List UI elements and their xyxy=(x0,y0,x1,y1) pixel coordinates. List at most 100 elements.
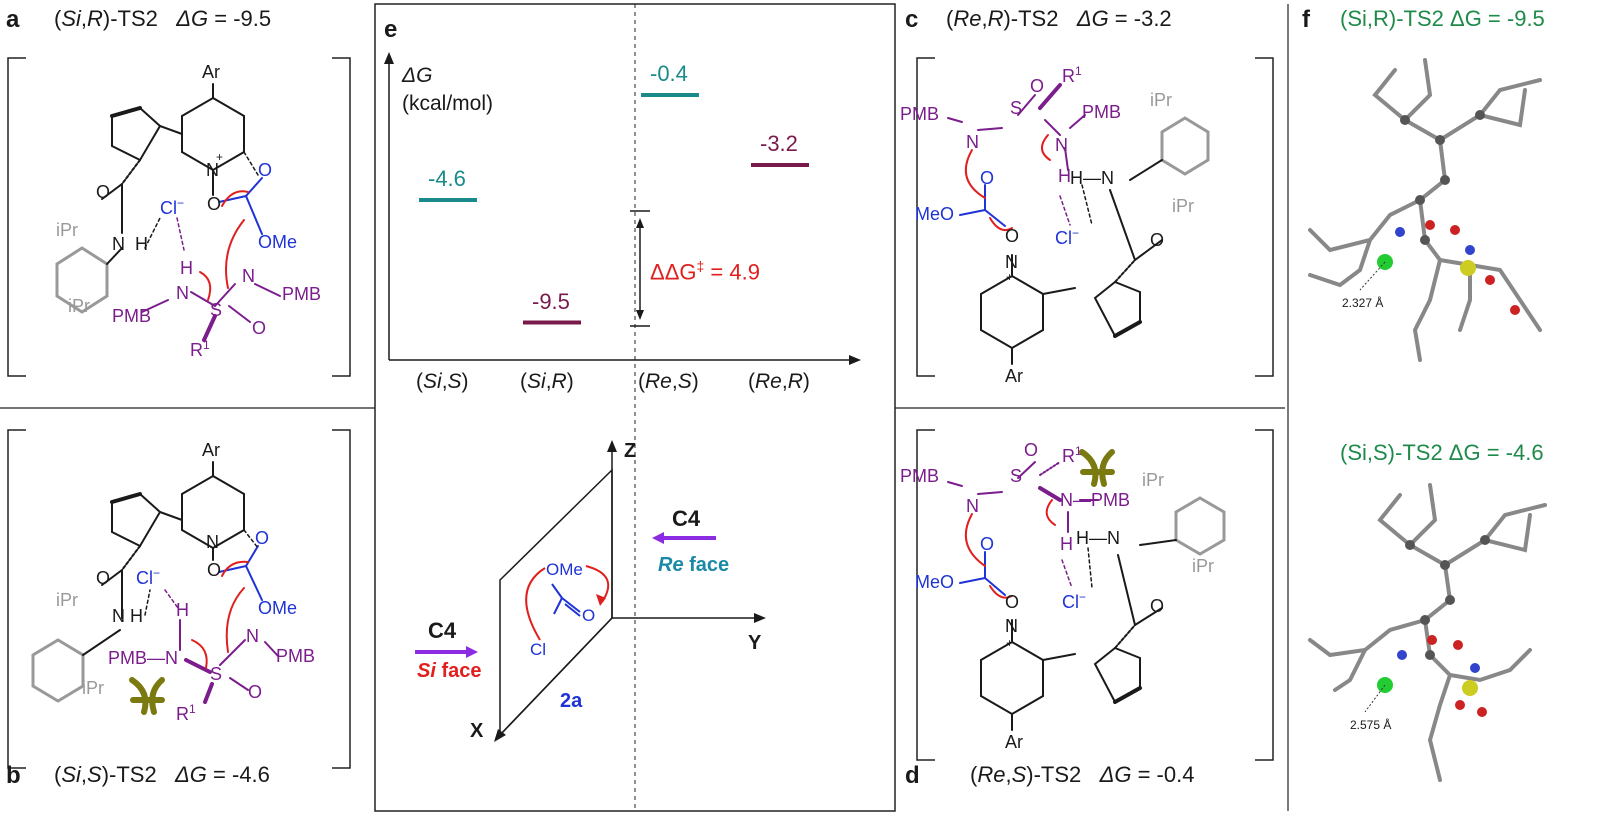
c-ipr-top-label: iPr xyxy=(1150,90,1172,110)
panel-c-title: (Re,R)-TS2 ΔG = -3.2 xyxy=(946,6,1172,31)
d-plus-label: + xyxy=(1006,636,1014,650)
b-r1-label: R1 xyxy=(176,702,196,724)
ddg-label: ΔΔG‡ = 4.9 xyxy=(650,258,760,285)
b-cl-label: Cl− xyxy=(136,566,161,588)
panel-a-structure xyxy=(55,83,281,342)
c-n-sulf-label: N xyxy=(1055,135,1068,155)
panel-f-letter: f xyxy=(1302,6,1310,33)
d-carbonyl-o-label: O xyxy=(980,534,995,554)
c-pmb-right-label: PMB xyxy=(1082,102,1122,122)
a-nh-label: N H xyxy=(112,234,149,254)
a-sn-n-label: N xyxy=(176,283,189,303)
c-h-label: H xyxy=(1058,166,1071,186)
substrate-cl-label: Cl xyxy=(530,640,547,659)
b-imine-n-label: N xyxy=(246,626,259,646)
c-so-label: O xyxy=(1030,76,1045,96)
a-h-label: H xyxy=(180,258,193,278)
substrate-ome-label: OMe xyxy=(546,560,583,579)
panel-f-bottom-distance: 2.575 Å xyxy=(1350,718,1392,732)
axis-x-label: X xyxy=(470,720,484,742)
panel-e-letter: e xyxy=(384,16,398,43)
b-ipr-bottom-label: iPr xyxy=(82,678,104,698)
c4-right-label: C4 xyxy=(672,506,701,531)
panel-c-letter: c xyxy=(905,6,919,33)
substrate-2a-label: 2a xyxy=(560,690,583,712)
c4-left-label: C4 xyxy=(428,618,457,643)
b-nh-label: N H xyxy=(112,606,144,626)
panel-d-title: (Re,S)-TS2 ΔG = -0.4 xyxy=(970,762,1195,787)
c-amide-o-label: O xyxy=(1150,230,1165,250)
d-o-label: O xyxy=(1005,592,1020,612)
d-r1-label: R1 xyxy=(1062,444,1082,466)
panel-f-bottom-title: (Si,S)-TS2 ΔG = -4.6 xyxy=(1340,440,1544,465)
energy-levels xyxy=(419,93,809,325)
bracket-c xyxy=(916,57,1274,377)
panel-c-structure xyxy=(947,83,1210,365)
panel-f-top-title: (Si,R)-TS2 ΔG = -9.5 xyxy=(1340,6,1545,31)
panel-f-top-distance: 2.327 Å xyxy=(1342,296,1384,310)
d-ar-label: Ar xyxy=(1005,732,1023,752)
c-meo-label: MeO xyxy=(915,204,955,224)
b-o-label: O xyxy=(207,560,222,580)
axis-y-label: Y xyxy=(748,632,762,654)
a-s-label: S xyxy=(210,300,223,320)
bracket-b xyxy=(7,429,351,769)
a-o-label: O xyxy=(207,194,222,214)
c-r1-label: R1 xyxy=(1062,64,1082,86)
substrate-o-label: O xyxy=(582,606,596,625)
c-ipr-bottom-label: iPr xyxy=(1172,196,1194,216)
steric-clash-icon-b xyxy=(129,677,165,715)
a-pmb-right-label: PMB xyxy=(282,284,322,304)
a-ome-label: OMe xyxy=(258,232,298,252)
energy-value-label: -3.2 xyxy=(760,131,798,156)
panel-b-title: (Si,S)-TS2 ΔG = -4.6 xyxy=(54,762,270,787)
panel-d-letter: d xyxy=(905,762,920,789)
a-r1-label: R1 xyxy=(190,338,210,360)
bracket-a xyxy=(7,57,351,377)
category-tick-label: (Re,S) xyxy=(638,370,699,393)
molecule-3d-bottom xyxy=(1308,483,1547,782)
d-s-label: S xyxy=(1010,466,1023,486)
panel-b-letter: b xyxy=(6,762,21,789)
b-pmb-right-label: PMB xyxy=(276,646,316,666)
b-ar-label: Ar xyxy=(202,440,220,460)
d-hn-label: H—N xyxy=(1076,528,1120,548)
ddg-bracket xyxy=(630,210,650,327)
energy-value-label: -0.4 xyxy=(650,61,688,86)
b-h-label: H xyxy=(176,600,189,620)
d-cl-label: Cl− xyxy=(1062,590,1087,612)
b-carbonyl-o-label: O xyxy=(255,528,270,548)
b-n-label: N xyxy=(206,532,219,552)
b-so-label: O xyxy=(248,682,263,702)
panel-a-title: (Si,R)-TS2 ΔG = -9.5 xyxy=(54,6,272,31)
d-n-pmb-label: N—PMB xyxy=(1060,490,1131,510)
b-pmb-left-label: PMB—N xyxy=(108,648,179,668)
molecule-3d-top xyxy=(1308,58,1542,362)
a-ipr-bottom-label: iPr xyxy=(68,296,90,316)
a-carbonyl-o-label: O xyxy=(258,160,273,180)
a-imine-n-label: N xyxy=(242,266,255,286)
d-pmb-left-label: PMB xyxy=(900,466,940,486)
a-ipr-top-label: iPr xyxy=(56,220,78,240)
c-ar-label: Ar xyxy=(1005,366,1023,386)
c-n-label: N xyxy=(1005,252,1018,272)
d-n-label: N xyxy=(1005,616,1018,636)
c-pmb-left-label: PMB xyxy=(900,104,940,124)
a-cl-label: Cl− xyxy=(160,196,185,218)
chart-ylabel-line2: (kcal/mol) xyxy=(402,92,494,115)
c-imine-n-label: N xyxy=(966,132,979,152)
energy-value-label: -9.5 xyxy=(532,288,570,314)
category-tick-label: (Si,S) xyxy=(416,370,469,393)
category-tick-label: (Re,R) xyxy=(748,370,810,393)
d-so-label: O xyxy=(1024,440,1039,460)
d-h-label: H xyxy=(1060,534,1073,554)
c-s-label: S xyxy=(1010,98,1023,118)
b-s-label: S xyxy=(210,664,223,684)
c-carbonyl-o-label: O xyxy=(980,168,995,188)
d-imine-n-label: N xyxy=(966,496,979,516)
b-amide-o-label: O xyxy=(96,568,111,588)
face-diagram xyxy=(415,440,766,742)
b-ipr-top-label: iPr xyxy=(56,590,78,610)
energy-chart-axes xyxy=(384,52,861,365)
